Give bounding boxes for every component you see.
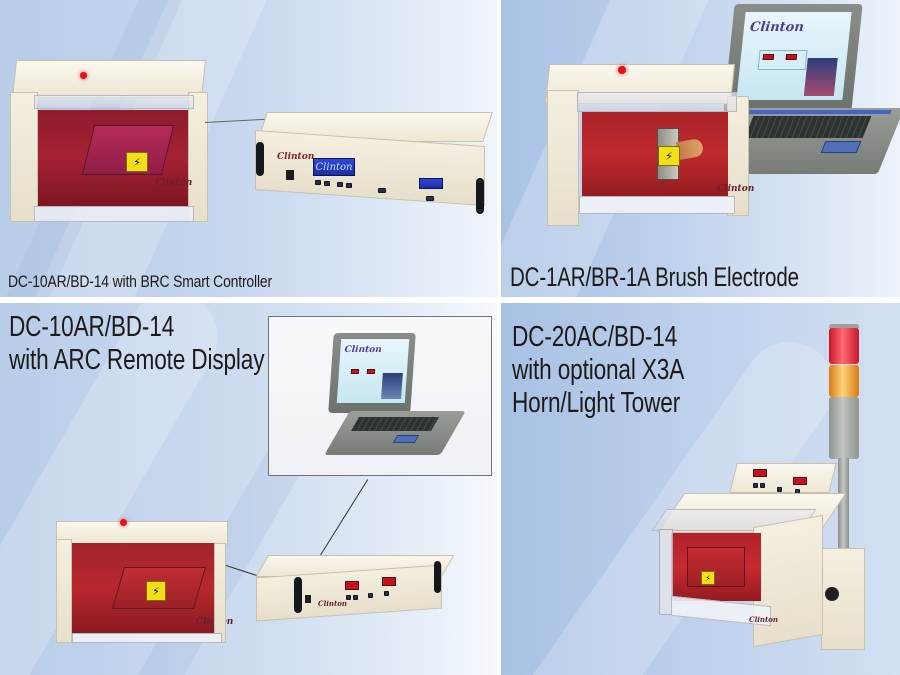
control-button xyxy=(426,196,434,201)
chamber-top xyxy=(56,521,228,545)
caption-line-1: DC-10AR/BD-14 xyxy=(9,311,175,343)
chamber-side-left xyxy=(659,529,673,615)
handle-left xyxy=(294,577,302,613)
laptop-keyboard xyxy=(350,417,440,431)
chamber-base-plate xyxy=(579,196,735,214)
control-button xyxy=(315,180,321,185)
chamber-hood xyxy=(577,92,737,112)
control-panel-top xyxy=(729,463,837,493)
panel-dc10ar-brc: ⚡ Clinton Clinton Clinton DC-10AR/BD-14 … xyxy=(0,0,498,297)
status-led xyxy=(80,72,87,79)
laptop-screen: Clinton xyxy=(736,12,852,100)
led-readout xyxy=(345,581,359,590)
control-button xyxy=(346,183,352,188)
handle-left xyxy=(256,142,264,176)
led-readout xyxy=(382,577,396,586)
caption: DC-10AR/BD-14 with BRC Smart Controller xyxy=(8,272,272,291)
control-button xyxy=(353,595,358,600)
chamber-side-left xyxy=(547,90,579,226)
status-display xyxy=(419,178,443,189)
brand-logo: Clinton xyxy=(318,599,347,608)
horn-speaker xyxy=(825,587,839,601)
screen-readout xyxy=(366,369,376,374)
brand-logo: Clinton xyxy=(277,152,315,162)
chamber-back-panel xyxy=(582,112,728,196)
control-button xyxy=(337,182,343,187)
panel-dc1ar-brush: Clinton ⚡ Clinton DC-1AR/BR-1A Brush Ele… xyxy=(501,0,900,297)
brand-logo: Clinton xyxy=(155,178,193,188)
control-button xyxy=(368,593,373,598)
chamber-side-right xyxy=(188,92,208,222)
caption-line-3: Horn/Light Tower xyxy=(512,387,681,419)
screen-photo xyxy=(803,58,838,96)
chamber-side-left xyxy=(10,92,38,222)
high-voltage-warning-icon: ⚡ xyxy=(126,152,148,172)
laptop-keyboard xyxy=(744,116,872,138)
tower-pole xyxy=(838,458,849,558)
handle-right xyxy=(434,561,441,593)
laptop-accent-strip xyxy=(740,110,892,114)
control-button xyxy=(777,487,782,492)
chamber-side-right xyxy=(753,514,823,648)
screen-readout xyxy=(762,54,775,60)
power-switch xyxy=(286,170,294,180)
status-led xyxy=(120,519,127,526)
tower-red-light xyxy=(829,328,859,364)
tower-body xyxy=(829,397,859,459)
laptop-inset-frame: Clinton xyxy=(268,316,492,476)
caption-line-1: DC-20AC/BD-14 xyxy=(512,321,678,353)
screen-readout xyxy=(785,54,798,60)
bar-electrode xyxy=(687,547,745,587)
laptop-screen: Clinton xyxy=(336,339,410,403)
inset-leader-line xyxy=(318,479,369,558)
handle-right xyxy=(476,178,484,214)
screen-photo xyxy=(381,373,403,399)
caption: DC-10AR/BD-14 with ARC Remote Display xyxy=(9,311,265,377)
power-switch xyxy=(305,595,311,603)
high-voltage-warning-icon: ⚡ xyxy=(146,581,166,601)
laptop-trackpad xyxy=(820,141,862,153)
high-voltage-warning-icon: ⚡ xyxy=(701,571,715,585)
chamber-hood xyxy=(34,95,194,109)
high-voltage-warning-icon: ⚡ xyxy=(658,146,680,166)
panel-dc20ac-tower: DC-20AC/BD-14 with optional X3A Horn/Lig… xyxy=(501,303,900,675)
led-readout xyxy=(793,477,807,485)
screen-control-panel xyxy=(757,50,808,70)
tower-cap xyxy=(829,324,859,329)
caption: DC-20AC/BD-14 with optional X3A Horn/Lig… xyxy=(512,321,684,420)
screen-brand-logo: Clinton xyxy=(749,20,805,35)
screen-brand-logo: Clinton xyxy=(344,345,383,355)
tower-amber-light xyxy=(829,365,859,397)
control-button xyxy=(346,595,351,600)
connection-cable xyxy=(204,118,267,123)
status-led xyxy=(618,66,626,74)
control-button xyxy=(760,483,765,488)
control-button xyxy=(753,483,758,488)
chamber-base-plate xyxy=(34,206,194,222)
chamber-side-right xyxy=(214,543,226,643)
chamber-top xyxy=(12,60,206,98)
laptop-trackpad xyxy=(392,435,420,443)
chamber-base-plate xyxy=(72,633,222,643)
caption-line-2: with ARC Remote Display xyxy=(9,344,265,376)
control-button xyxy=(324,181,330,186)
caption-line-2: with optional X3A xyxy=(512,354,685,386)
brand-logo: Clinton xyxy=(717,184,755,194)
lcd-display: Clinton xyxy=(313,158,355,176)
chamber-side-left xyxy=(56,539,72,643)
led-readout xyxy=(753,469,767,477)
brand-logo: Clinton xyxy=(749,615,778,624)
panel-dc10ar-arc: DC-10AR/BD-14 with ARC Remote Display Cl… xyxy=(0,303,498,675)
screen-readout xyxy=(350,369,360,374)
control-button xyxy=(384,591,389,596)
caption: DC-1AR/BR-1A Brush Electrode xyxy=(510,262,799,292)
control-button xyxy=(378,188,386,193)
